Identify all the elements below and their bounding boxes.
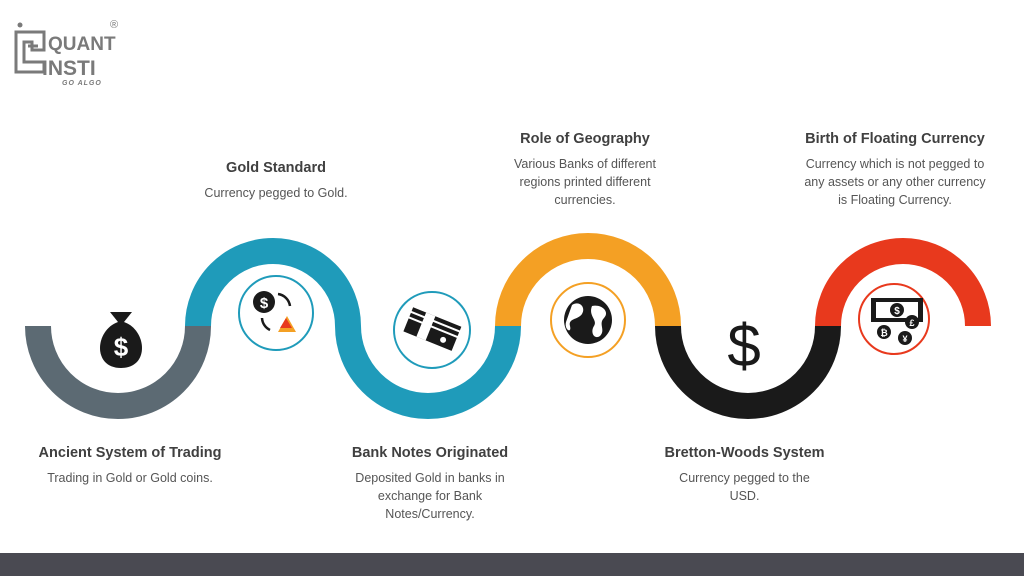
wave-segment-ancient	[25, 325, 211, 419]
step-description: Currency which is not pegged to any asse…	[804, 157, 986, 207]
step-title: Bank Notes Originated	[351, 445, 509, 461]
step-title: Gold Standard	[226, 160, 326, 176]
step-description: Currency pegged to Gold.	[204, 186, 348, 200]
logo-mark-icon	[14, 22, 46, 74]
banknote-stack-icon	[393, 291, 471, 369]
svg-text:₿: ₿	[880, 328, 887, 338]
step-description: Currency pegged to the USD.	[679, 471, 810, 503]
globe-icon	[550, 282, 626, 358]
svg-text:$: $	[894, 306, 900, 317]
dollar-sign-icon: $	[706, 306, 782, 382]
step-bretton-woods: Bretton-Woods System Currency pegged to …	[652, 445, 837, 505]
step-floating-currency: Birth of Floating Currency Currency whic…	[800, 131, 990, 209]
quantinsti-logo: QUANT INSTI GO ALGO ®	[14, 19, 118, 90]
logo-line-2: INSTI	[42, 57, 96, 80]
wave-segment-bretton-woods	[655, 325, 841, 419]
wave-segment-floating	[815, 238, 991, 327]
svg-text:¥: ¥	[902, 334, 907, 344]
multi-currency-icon: $ ₿ £ ¥	[858, 283, 930, 355]
logo-registered-mark: ®	[110, 19, 119, 31]
wave-segment-geography	[495, 233, 681, 327]
step-description: Various Banks of different regions print…	[514, 157, 656, 207]
logo-line-1: QUANT	[48, 34, 116, 55]
step-title: Birth of Floating Currency	[805, 131, 985, 147]
wave-segment-gold-standard	[185, 238, 361, 327]
svg-text:$: $	[260, 295, 269, 312]
wave-segment-bank-notes	[335, 325, 521, 419]
step-description: Trading in Gold or Gold coins.	[47, 471, 213, 485]
step-title: Role of Geography	[520, 131, 650, 147]
svg-text:£: £	[909, 318, 914, 328]
step-title: Ancient System of Trading	[38, 445, 222, 461]
step-gold-standard: Gold Standard Currency pegged to Gold.	[176, 160, 376, 202]
svg-text:$: $	[727, 312, 760, 379]
footer-bar	[0, 553, 1024, 576]
step-ancient-trading: Ancient System of Trading Trading in Gol…	[30, 445, 230, 487]
step-title: Bretton-Woods System	[664, 445, 825, 461]
money-bag-icon: $	[82, 301, 160, 379]
step-bank-notes: Bank Notes Originated Deposited Gold in …	[340, 445, 520, 523]
step-role-of-geography: Role of Geography Various Banks of diffe…	[495, 131, 675, 209]
svg-text:$: $	[114, 332, 129, 362]
step-description: Deposited Gold in banks in exchange for …	[355, 471, 505, 521]
dollar-gold-exchange-icon: $	[238, 275, 314, 351]
logo-tagline: GO ALGO	[62, 80, 102, 87]
